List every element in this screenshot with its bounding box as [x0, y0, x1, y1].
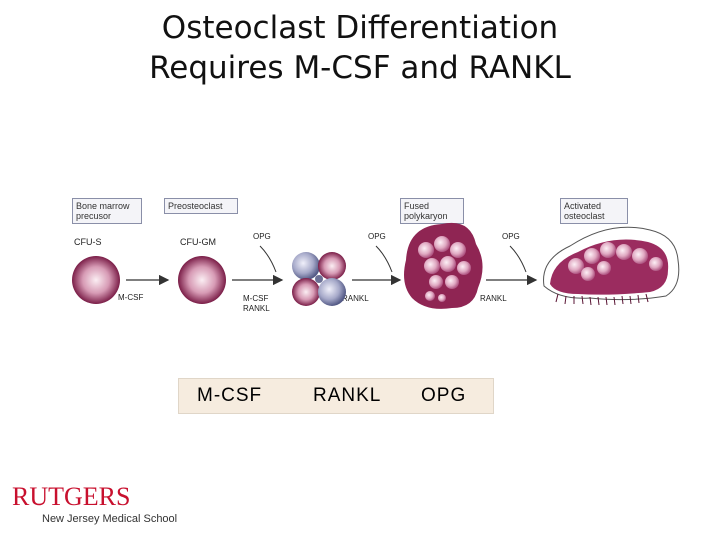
factor-legend: M-CSF RANKL OPG: [178, 378, 494, 414]
factor-rankl-2: RANKL: [342, 294, 369, 303]
stage-label-fused-polykaryon: Fused polykaryon: [400, 198, 464, 224]
cfu-gm-cell: [178, 256, 226, 304]
factor-opg-2: OPG: [368, 232, 386, 241]
mononuclear-cell-cluster: [292, 252, 346, 306]
slide-title: Osteoclast Differentiation Requires M-CS…: [0, 8, 720, 88]
stage-label-preosteoclast: Preosteoclast: [164, 198, 238, 214]
title-line-1: Osteoclast Differentiation: [161, 10, 559, 46]
fused-polykaryon-cell: [404, 222, 483, 309]
legend-rankl: RANKL: [313, 385, 382, 406]
cell-label-cfu-s: CFU-S: [74, 237, 102, 247]
osteoclast-differentiation-diagram: Bone marrow precusor Preosteoclast Fused…: [70, 190, 690, 350]
factor-rankl-3: RANKL: [480, 294, 507, 303]
factor-mcsf-1: M-CSF: [118, 293, 144, 302]
factor-opg-3: OPG: [502, 232, 520, 241]
opg-inhibit-1: [259, 245, 277, 273]
opg-inhibit-3: [509, 245, 527, 273]
cfu-s-cell: [72, 256, 120, 304]
stage-label-activated-osteoclast: Activated osteoclast: [560, 198, 628, 224]
factor-rankl-1: RANKL: [243, 304, 270, 313]
title-line-2: Requires M-CSF and RANKL: [149, 50, 571, 86]
activated-osteoclast-cell: [543, 226, 680, 306]
legend-mcsf: M-CSF: [197, 385, 263, 406]
factor-opg-1: OPG: [253, 232, 271, 241]
rutgers-logo: RUTGERS New Jersey Medical School: [12, 482, 177, 526]
logo-subtitle: New Jersey Medical School: [42, 513, 178, 525]
diagram-graphics: [72, 222, 680, 309]
opg-inhibit-2: [375, 245, 393, 273]
factor-mcsf-2: M-CSF: [243, 294, 269, 303]
cell-label-cfu-gm: CFU-GM: [180, 237, 216, 247]
stage-label-precursor: Bone marrow precusor: [72, 198, 142, 224]
legend-opg: OPG: [421, 385, 467, 406]
logo-wordmark: RUTGERS: [12, 482, 131, 511]
